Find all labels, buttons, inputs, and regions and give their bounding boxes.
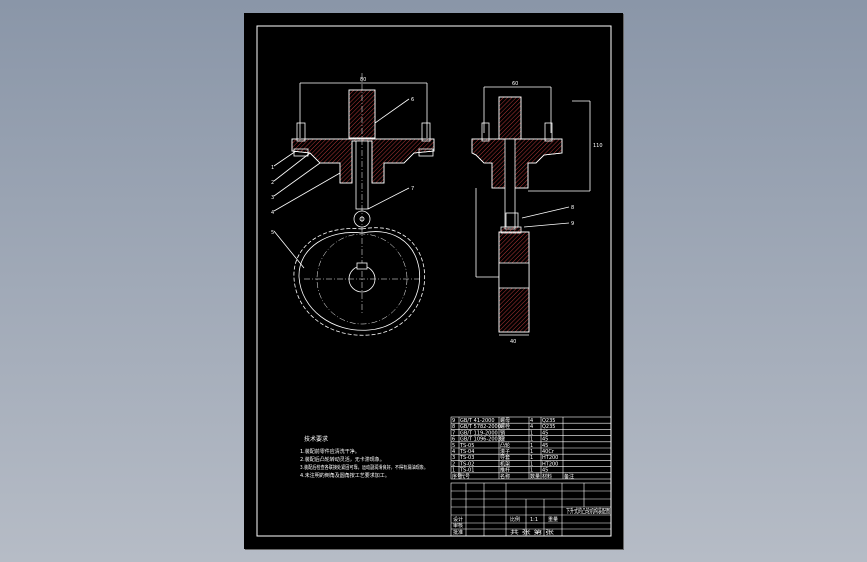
bom-header-cell: 序号: [452, 473, 462, 480]
bom-cell: 9: [452, 418, 455, 424]
bom-cell: 1: [530, 468, 533, 474]
bom-cell: 滚子: [500, 448, 510, 455]
bom-cell: 45: [542, 468, 548, 474]
bom-cell: TS-04: [459, 449, 474, 455]
note-4: 4.未注明的倒角及圆角按工艺要求加工。: [300, 472, 390, 479]
bom-cell: Q235: [542, 424, 555, 430]
bom-cell: 螺栓: [500, 423, 510, 430]
bom-cell: GB/T 5782-2000: [460, 424, 501, 430]
designer-label: 设计: [453, 516, 463, 523]
side-flange: [471, 138, 563, 189]
balloon-7: 7: [411, 186, 414, 192]
balloon-5: 5: [271, 230, 274, 236]
cam-profile: [293, 227, 426, 336]
bolt-left: [296, 122, 306, 142]
side-right-dim-text: 110: [593, 143, 603, 149]
front-view: [273, 73, 435, 336]
bom-cell: GB/T 1096-2003: [460, 437, 501, 443]
bom-cell: 4: [452, 449, 455, 455]
bom-header-cell: 材料: [542, 473, 552, 480]
weight-label: 重量: [548, 516, 558, 523]
balloon-8: 8: [571, 205, 574, 211]
bom-cell: 45: [542, 437, 548, 443]
bom-cell: 1: [452, 468, 455, 474]
approver-label: 批准: [453, 529, 463, 536]
notes-heading: 技术要求: [304, 435, 328, 443]
bom-cell: 2: [452, 461, 455, 467]
side-balloons: 89: [571, 205, 574, 227]
bom-cell: TS-02: [459, 461, 474, 467]
bom-cell: HT200: [542, 461, 558, 467]
checker-label: 审核: [453, 522, 463, 529]
bom-header-cell: 名称: [500, 473, 510, 480]
bom-cell: 螺母: [500, 417, 510, 424]
bom-cell: 1: [530, 430, 533, 436]
bom-header-cell: 数量: [530, 473, 540, 480]
bom-cell: 导套: [500, 454, 510, 461]
title-block: [450, 482, 612, 537]
bom-cell: 45: [542, 430, 548, 436]
side-push-rod: [504, 138, 516, 230]
scale-label: 比例: [510, 516, 520, 523]
inner-frame: [256, 25, 612, 537]
bom-cell: TS-05: [459, 443, 474, 449]
balloon-1: 1: [271, 165, 274, 171]
bom-cell: 5: [452, 443, 455, 449]
bom-cell: 推杆: [500, 467, 510, 474]
balloon-6: 6: [411, 97, 414, 103]
bom-cell: HT200: [542, 455, 558, 461]
bom-cell: 45: [542, 443, 548, 449]
bom-cell: 机架: [500, 460, 510, 467]
side-rod-head: [498, 96, 522, 140]
side-view: [471, 86, 591, 336]
scale-value: 1:1: [530, 517, 538, 523]
balloon-9: 9: [571, 221, 574, 227]
balloon-4: 4: [271, 210, 274, 216]
balloon-2: 2: [271, 180, 274, 186]
bom-header-cell: 备注: [564, 473, 574, 480]
bom-cell: 1: [530, 437, 533, 443]
bom-cell: GB/T 41-2000: [460, 418, 495, 424]
bom-header-cell: 代号: [460, 473, 470, 480]
front-balloons: 1 2 3 4 5 6 7: [271, 97, 414, 236]
bom-cell: 1: [530, 461, 533, 467]
bom-cell: 7: [452, 430, 455, 436]
note-1: 1.装配前零件应清洗干净。: [300, 448, 360, 455]
bom-cell: 销: [500, 429, 505, 436]
note-2: 2.装配后凸轮转动灵活，无卡滞现象。: [300, 456, 385, 463]
balloon-3: 3: [271, 195, 274, 201]
bom-cell: 4: [530, 418, 533, 424]
side-dim-text: 60: [512, 81, 518, 87]
bom-cell: GB/T 119-2000: [460, 430, 498, 436]
bom-cell: 1: [530, 443, 533, 449]
bom-cell: 40Cr: [542, 449, 555, 455]
roller: [353, 210, 371, 228]
bom-cell: 键: [500, 436, 505, 443]
bom-cell: Q235: [542, 418, 555, 424]
drawing-title: 下升式的凸轮机构装配图: [566, 506, 610, 515]
bom-cell: 8: [452, 424, 455, 430]
sheet-label: 共 张 第 张: [510, 529, 554, 536]
bom-cell: 凸轮: [500, 442, 510, 449]
note-3: 3.装配后检查各联接处紧固可靠，运动副润滑良好，不得有漏油现象。: [300, 464, 428, 471]
bom-cell: 1: [530, 455, 533, 461]
bom-cell: 4: [530, 424, 533, 430]
bom-cell: TS-03: [459, 455, 474, 461]
bom-cell: TS-01: [459, 468, 474, 474]
side-bottom-dim-text: 40: [510, 339, 516, 345]
front-dim-text: 80: [360, 77, 366, 83]
bom-cell: 1: [530, 449, 533, 455]
bom-cell: 6: [452, 437, 455, 443]
bolt-right: [421, 122, 431, 142]
bom-cell: 3: [452, 455, 455, 461]
